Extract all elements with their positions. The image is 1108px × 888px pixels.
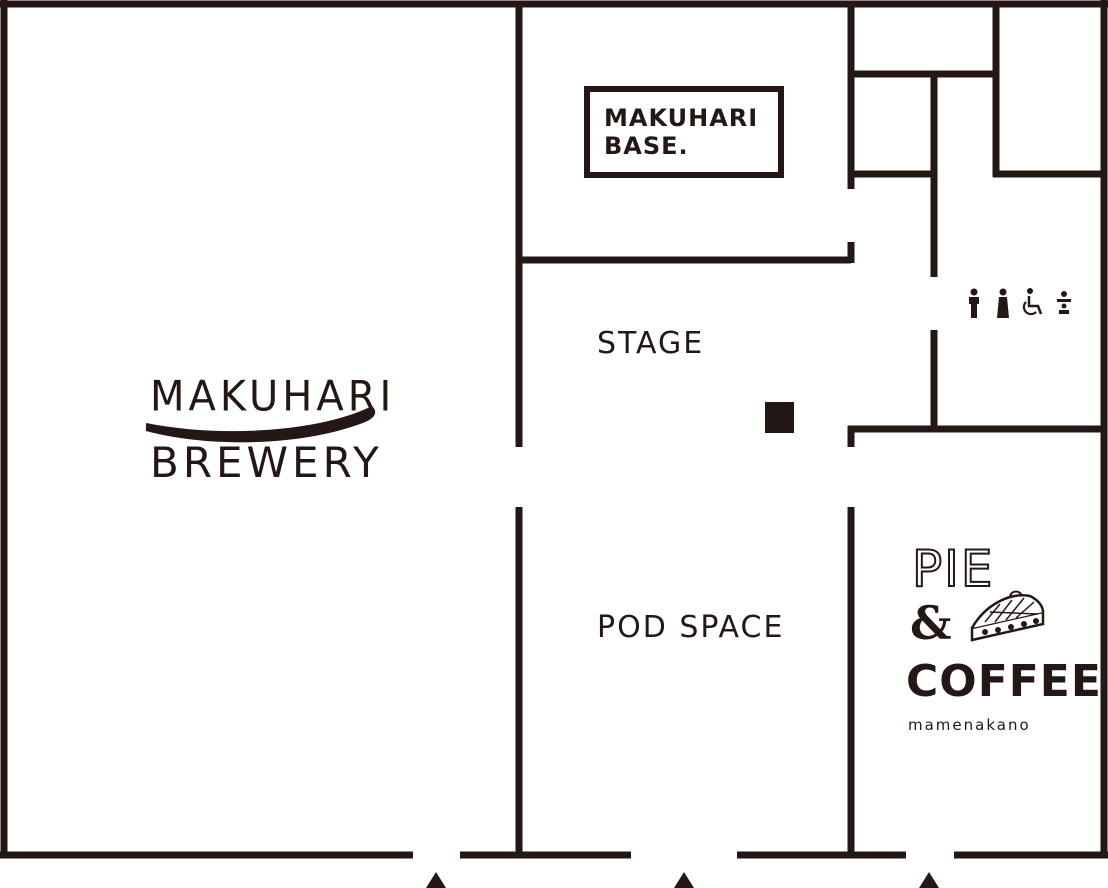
interior-walls — [515, 4, 1104, 855]
wheelchair-icon — [1022, 288, 1043, 316]
brewery-logo-line2: BREWERY — [150, 438, 383, 487]
pie-coffee-logo-ampersand: & — [910, 596, 952, 650]
brewery-logo-line1: MAKUHARI — [150, 372, 396, 422]
pie-coffee-logo-coffee: COFFEE — [906, 656, 1102, 707]
stage-label: STAGE — [597, 326, 705, 361]
baby-changing-icon — [1057, 291, 1071, 314]
makuhari-base-logo: MAKUHARI BASE. — [584, 86, 784, 178]
structural-column — [765, 402, 794, 433]
female-toilet-icon — [997, 288, 1009, 318]
brewery-swoosh — [146, 406, 376, 443]
entrance-arrow-icon — [919, 872, 939, 888]
makuhari-base-logo-line2: BASE. — [604, 132, 689, 160]
pod-space-label: POD SPACE — [597, 610, 785, 645]
makuhari-base-logo-line1: MAKUHARI — [604, 104, 759, 132]
entrance-arrow-icon — [426, 872, 446, 888]
entrance-arrow-icon — [674, 872, 694, 888]
pie-coffee-logo-subtitle: mamenakano — [908, 716, 1031, 734]
pie-coffee-logo-pie: PIE — [911, 539, 995, 599]
male-toilet-icon — [969, 288, 979, 318]
pie-icon — [970, 590, 1045, 642]
